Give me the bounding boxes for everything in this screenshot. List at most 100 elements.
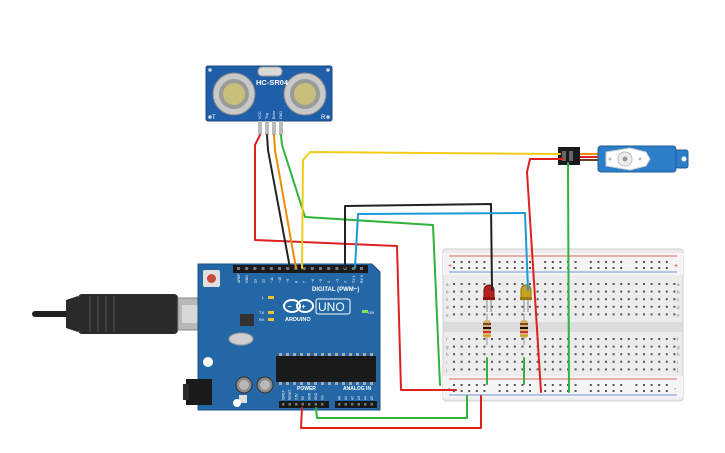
digital-pin[interactable] — [310, 267, 314, 270]
bb-row-letter: j — [445, 367, 447, 372]
wire-yellow-servo — [301, 151, 561, 269]
sensor-pin-label: Trig — [265, 113, 269, 119]
resistor-1 — [483, 314, 491, 345]
power-pin-label: 5V — [301, 395, 305, 400]
power-pin[interactable] — [288, 403, 292, 406]
digital-pin-label: ~11 — [270, 277, 274, 283]
reset-button-cap[interactable] — [207, 274, 216, 283]
power-label: POWER — [297, 386, 316, 392]
digital-pin[interactable] — [319, 267, 322, 270]
bb-row-letter: g — [446, 345, 449, 350]
sensor-pins — [258, 121, 283, 135]
power-pin[interactable] — [295, 403, 298, 406]
digital-pin-label: RX 0 — [360, 275, 364, 283]
led-rx-label: RX — [259, 317, 265, 322]
power-pin[interactable] — [301, 403, 305, 406]
bb-row-letter: a — [446, 282, 449, 287]
sensor-pin-label: VCC — [258, 111, 262, 119]
wire-blue-led — [354, 212, 529, 291]
power-pin-label: GND — [308, 392, 312, 400]
sensor-pin-label: Echo — [272, 111, 276, 119]
power-pin[interactable] — [321, 403, 324, 406]
rail-plus-label: + — [448, 263, 452, 270]
bb-row-letter: d — [677, 305, 680, 310]
digital-pin[interactable] — [237, 267, 240, 270]
power-pin-label: 3.3V — [295, 393, 299, 400]
bb-row-letter: h — [446, 352, 449, 357]
digital-pin-label: GND — [245, 275, 249, 283]
analog-pin[interactable] — [351, 403, 354, 406]
wire-black-trig — [266, 134, 291, 269]
digital-pin[interactable] — [302, 267, 306, 270]
bb-row-letter: c — [446, 297, 449, 302]
digital-pin-label: ~6 — [311, 279, 315, 283]
bb-row-letter: i — [677, 360, 678, 365]
bb-row-letter: i — [446, 360, 447, 365]
analog-pin[interactable] — [344, 403, 348, 406]
bb-row-letter: e — [677, 312, 680, 317]
analog-pin-label: A0 — [338, 396, 342, 400]
wire-red-5v — [300, 395, 482, 429]
power-pin[interactable] — [314, 403, 318, 406]
digital-header — [233, 265, 368, 273]
bb-row-letter: g — [677, 345, 680, 350]
digital-pin-label: 12 — [262, 279, 266, 283]
wire-black-led — [344, 203, 493, 291]
analog-label: ANALOG IN — [343, 386, 371, 392]
digital-pin[interactable] — [269, 267, 273, 270]
digital-pin[interactable] — [278, 267, 281, 270]
bb-row-letter: f — [446, 337, 448, 342]
power-pin-label: RESET — [288, 389, 292, 400]
bb-row-letter: c — [677, 297, 680, 302]
on-led-label: ON — [368, 310, 374, 315]
sensor-pin-label: GND — [279, 111, 283, 119]
digital-pin[interactable] — [360, 267, 363, 270]
analog-pin[interactable] — [364, 403, 367, 406]
analog-header — [335, 401, 377, 408]
digital-pin[interactable] — [351, 267, 355, 270]
wire-green-gnd-bottom — [315, 395, 468, 419]
wires — [254, 134, 570, 429]
digital-pin-label: ~5 — [319, 279, 323, 283]
digital-pin-label: AREF — [237, 273, 241, 283]
digital-pin-label: ~3 — [335, 279, 339, 283]
bb-row-letter: d — [446, 305, 449, 310]
bb-row-letter: e — [446, 312, 449, 317]
analog-pin[interactable] — [370, 403, 374, 406]
resistor-2 — [520, 314, 528, 345]
power-pin-label: GND — [314, 392, 318, 400]
wire-green-gnd — [280, 134, 441, 386]
wire-red-vcc — [254, 134, 457, 391]
digital-pin[interactable] — [261, 267, 265, 270]
sensor-corner-right: R — [321, 115, 326, 121]
digital-pin-label: 2 — [344, 281, 348, 283]
digital-pin[interactable] — [286, 267, 290, 270]
bb-row-letter: h — [677, 352, 680, 357]
wire-orange-echo — [273, 134, 297, 269]
digital-pin[interactable] — [253, 267, 257, 270]
power-pin-label: IOREF — [282, 390, 286, 400]
digital-pin-label: 4 — [327, 281, 331, 283]
arduino-brand: ARDUINO — [285, 317, 311, 323]
svg-text:−: − — [288, 304, 292, 311]
sensor-model: HC-SR04 — [256, 78, 289, 87]
power-pin[interactable] — [282, 403, 285, 406]
power-pin[interactable] — [308, 403, 311, 406]
analog-pin-label: A4 — [364, 396, 368, 400]
atmega-chip — [276, 356, 376, 382]
analog-pin[interactable] — [357, 403, 361, 406]
digital-label: DIGITAL (PWM~) — [312, 287, 359, 293]
power-pin-label: Vin — [321, 395, 325, 400]
micro-servo — [558, 145, 689, 173]
bb-row-letter: b — [677, 290, 680, 295]
bb-row-letter: b — [446, 290, 449, 295]
analog-pin[interactable] — [338, 403, 341, 406]
rail-plus-label-right: + — [674, 263, 678, 270]
digital-pin[interactable] — [327, 267, 331, 270]
digital-pin[interactable] — [245, 267, 249, 270]
digital-pin[interactable] — [335, 267, 339, 270]
arduino-logo: − + — [283, 299, 314, 313]
digital-pin-label: ~10 — [278, 277, 282, 283]
bb-row-letter: f — [677, 337, 679, 342]
